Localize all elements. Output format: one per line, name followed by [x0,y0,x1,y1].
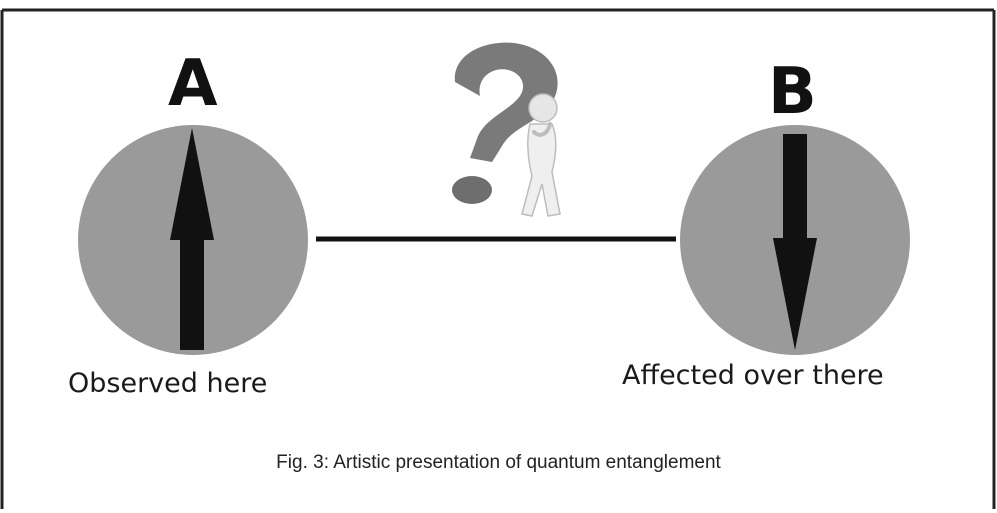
figure-arm [532,122,552,137]
particle-a [78,125,308,355]
question-mark-dot [452,176,492,204]
question-mark-figure-icon [452,42,561,217]
question-mark-curve [454,42,558,163]
particle-a-arrow-head [170,128,214,240]
particle-b-caption: Affected over there [622,360,884,391]
figure-head [528,93,558,123]
particle-a-label: A [168,47,218,121]
figure-body [521,123,561,217]
particle-b [680,125,910,355]
figure-caption: Fig. 3: Artistic presentation of quantum… [276,452,721,473]
particle-b-arrow-head [773,238,817,350]
particle-b-label: B [768,55,817,129]
particle-a-caption: Observed here [68,368,268,399]
